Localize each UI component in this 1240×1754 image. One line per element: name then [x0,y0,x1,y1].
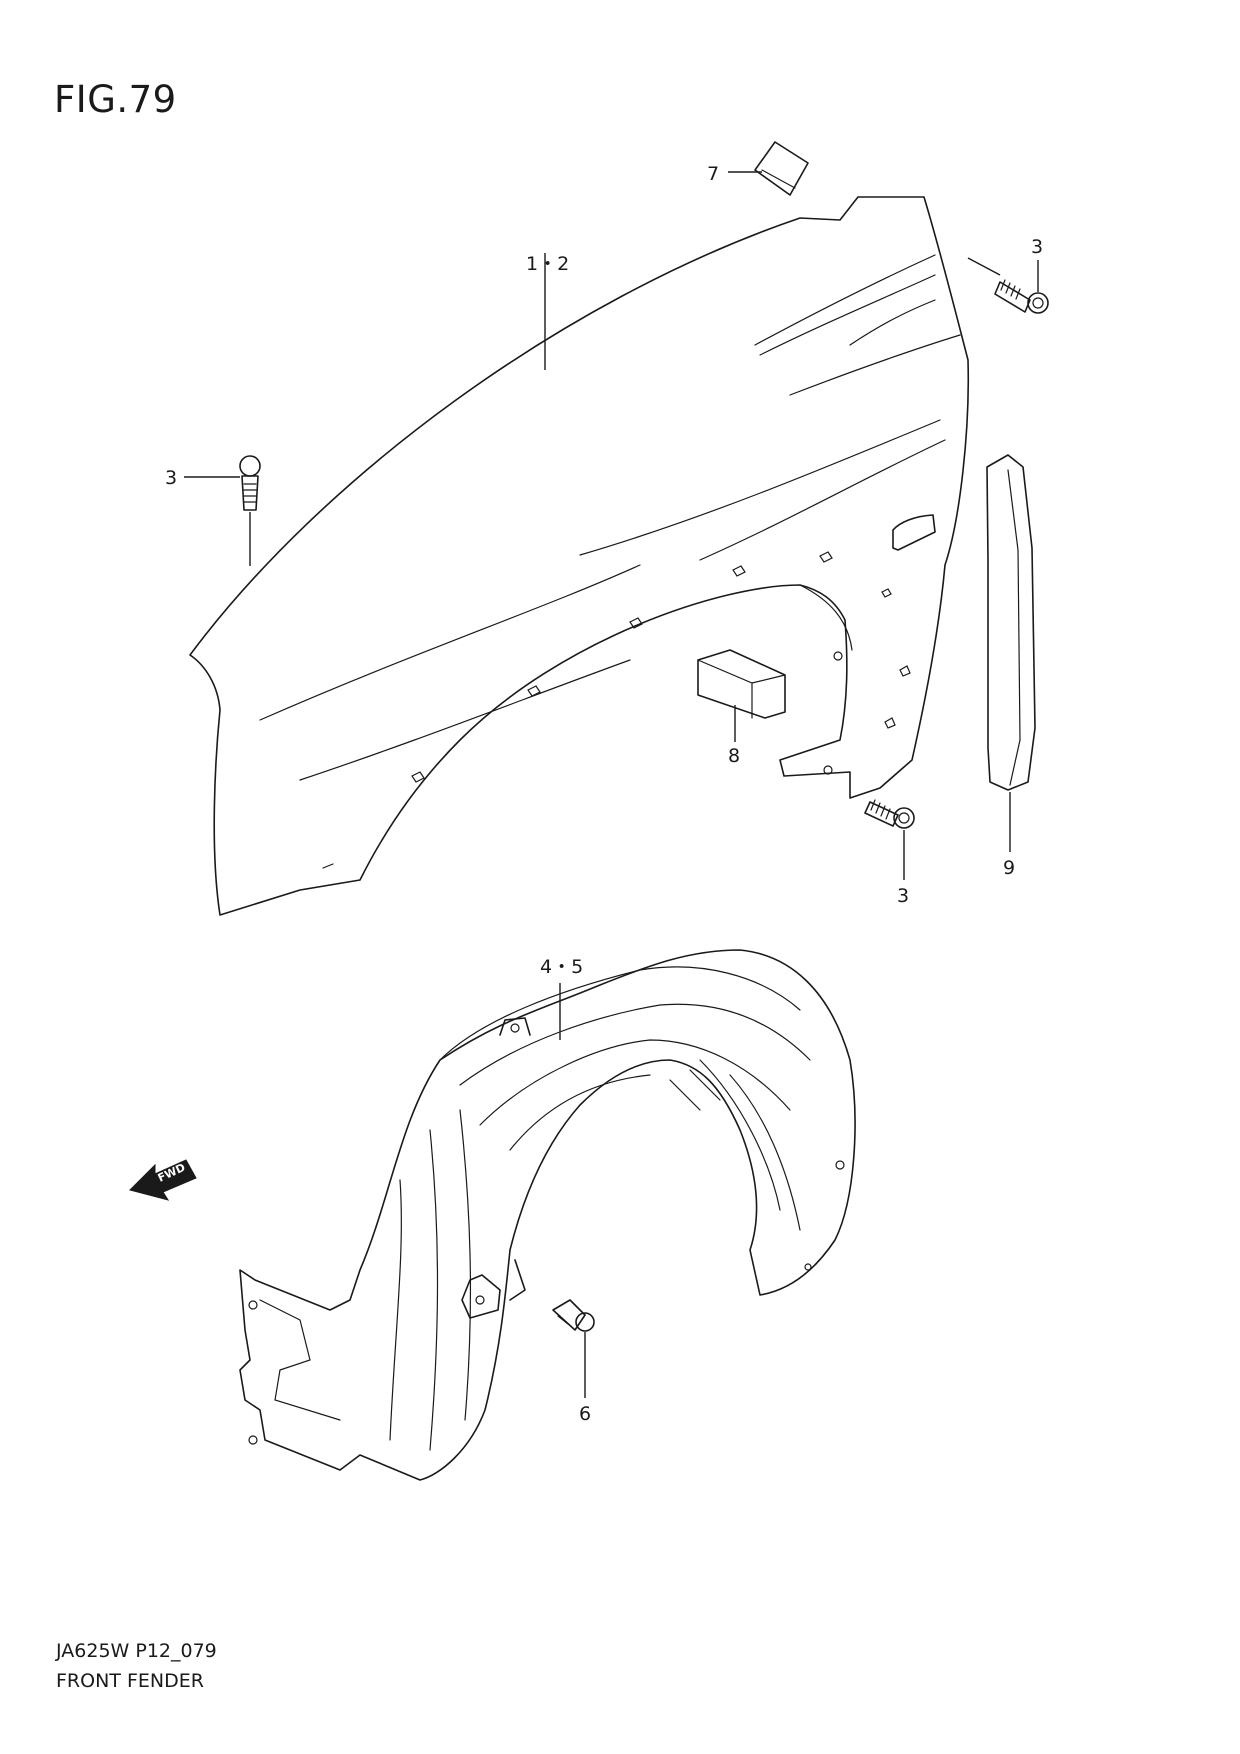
callout-9: 9 [1003,857,1015,879]
bolt-left [239,455,261,511]
callout-4-5: 4・5 [540,956,583,978]
callout-3-top: 3 [1031,236,1043,258]
callout-7: 7 [707,163,719,185]
figure-name: FRONT FENDER [56,1670,204,1692]
molding-part-9 [986,454,1036,791]
bolt-bottom [864,799,915,829]
callout-8: 8 [728,745,740,767]
front-fender-panel [189,196,970,916]
fender-liner-part-4-5 [239,949,856,1481]
forward-direction-arrow-icon: FWD [129,1159,197,1201]
callout-6: 6 [579,1403,591,1425]
bolt-top-right [994,279,1049,314]
pad-part-8 [697,649,786,719]
callout-1-2: 1・2 [526,253,569,275]
clip-part-7 [754,141,809,196]
leader-lines [184,171,1039,1398]
figure-title: FIG.79 [54,78,177,121]
clip-part-6 [552,1299,595,1332]
callout-3-bottom: 3 [897,885,909,907]
figure-code: JA625W P12_079 [56,1640,217,1662]
callout-3-left: 3 [165,467,177,489]
